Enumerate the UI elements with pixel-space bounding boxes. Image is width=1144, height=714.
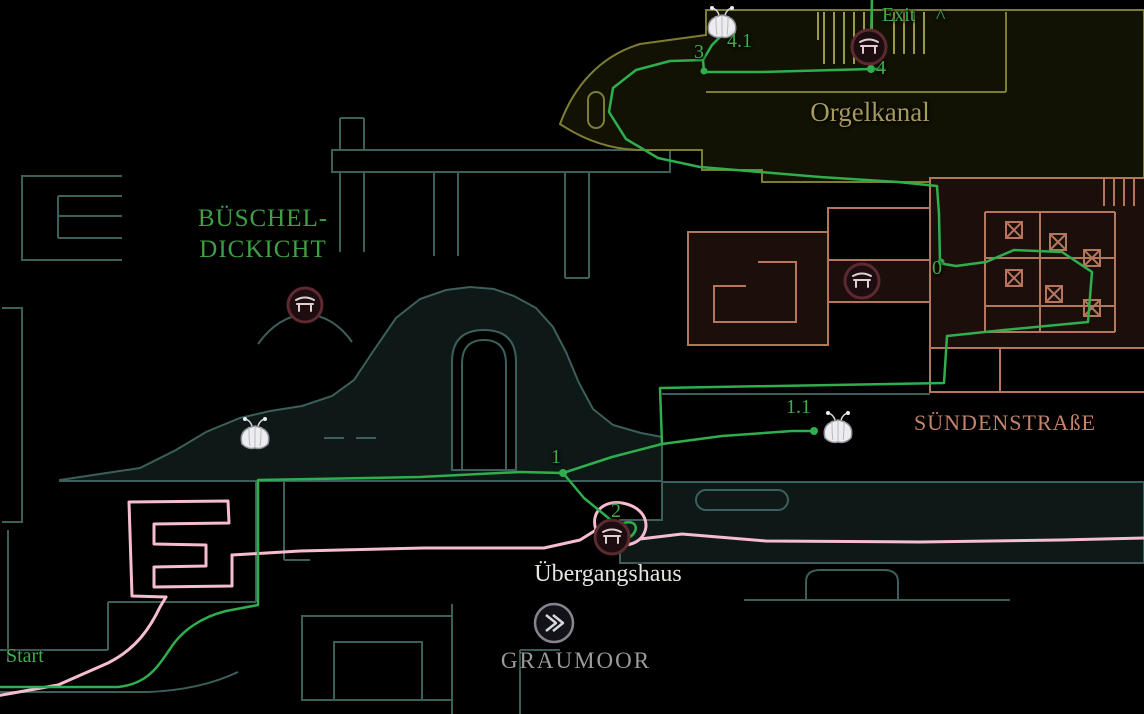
salmon-region [687,177,1144,393]
green-route-0-to-3 [607,58,942,264]
bench-icon-orgelkanal [850,28,888,66]
salmon-left-room-inner [713,261,797,323]
teal-hill-arch-inner [461,338,507,470]
green-route-to-0 [658,248,1094,446]
pink-route-loop [127,499,234,599]
teal-central-hill [59,285,663,482]
organ-pipes-small-icon [893,12,925,54]
salmon-pipes-detail [1103,178,1135,206]
teal-bottom-room-outer [301,615,453,701]
bench-icon-uebergangshaus [593,518,631,556]
green-route-1-to-1-1 [561,429,816,475]
bench-icon-bueschel [286,286,324,324]
salmon-bottom-extension [929,348,1144,393]
salmon-grid [984,211,1116,333]
teal-bottom-verticals [451,604,560,714]
olive-region [558,9,1144,183]
salmon-left-room [687,231,829,346]
waypoint-dot-1-1 [810,427,818,435]
waypoint-dot-0 [937,258,945,266]
olive-door [587,91,605,129]
salmon-top-link [827,207,930,232]
teal-bottom-room-inner [333,641,423,701]
teal-hill-arch-outer [451,328,517,471]
olive-inner-corridor [706,12,1007,93]
teal-slab-bump [695,489,789,511]
green-route-start-to-1 [0,470,565,689]
olive-outline [558,9,1144,183]
teal-region [0,117,1144,714]
bell-icon-1-1 [823,410,853,444]
teal-under-slab [744,569,1010,601]
teal-topleft-comb [21,175,122,261]
teal-left-corridor [2,307,23,662]
salmon-right-room [929,177,1144,349]
teal-bottomright-slab [619,481,1144,564]
waypoint-dot-1 [559,469,567,477]
teal-bottom-ledge [0,671,239,693]
teal-top-bar [331,117,671,279]
bench-icon-suendenstrasse [843,262,881,300]
wind-chevrons-icon [533,602,575,644]
teal-bottomleft-corridors [0,480,310,651]
waypoint-dot-4 [867,65,875,73]
salmon-crossed-boxes [1005,221,1101,317]
waypoint-dot-3 [700,67,708,75]
pink-route-entry [0,595,168,697]
